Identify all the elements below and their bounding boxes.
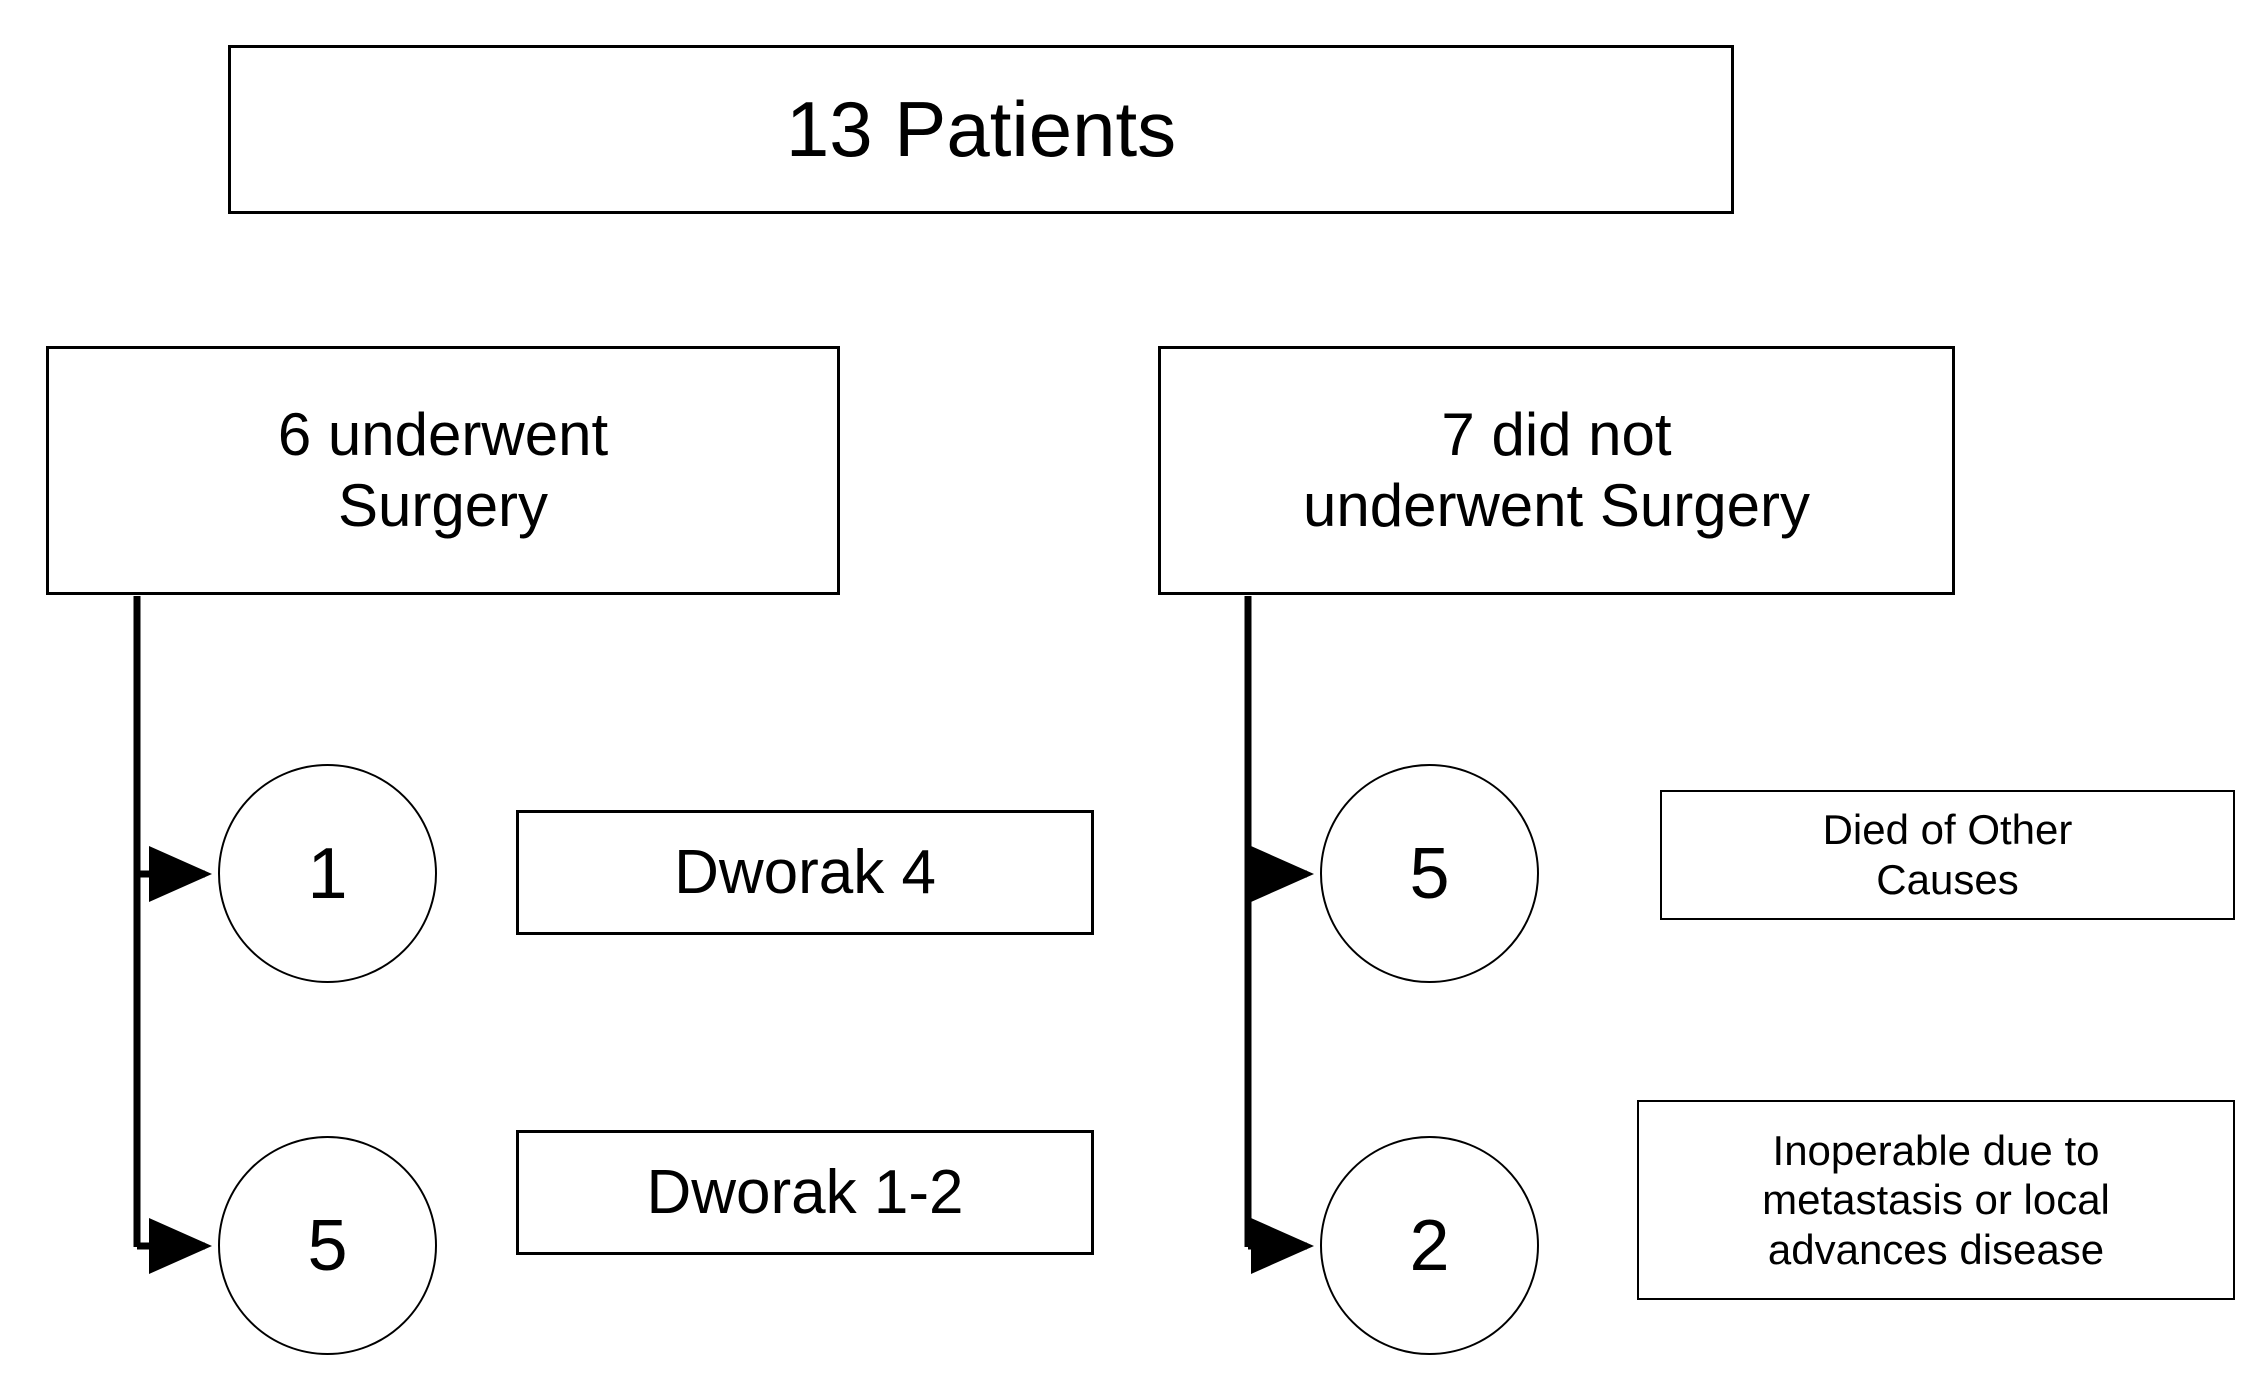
dworak12-box: Dworak 1-2 — [516, 1130, 1094, 1255]
dworak12-label: Dworak 1-2 — [646, 1157, 964, 1227]
surgery-branch-box: 6 underwent Surgery — [46, 346, 840, 595]
count-circle-inoperable: 2 — [1320, 1136, 1539, 1355]
inoperable-box: Inoperable due to metastasis or local ad… — [1637, 1100, 2235, 1300]
count-circle-died: 5 — [1320, 764, 1539, 983]
no-surgery-branch-box: 7 did not underwent Surgery — [1158, 346, 1955, 595]
died-of-other-causes-box: Died of Other Causes — [1660, 790, 2235, 920]
count-circle-dworak12-value: 5 — [307, 1205, 348, 1286]
count-circle-dworak4: 1 — [218, 764, 437, 983]
surgery-branch-label: 6 underwent Surgery — [277, 400, 609, 539]
dworak4-label: Dworak 4 — [674, 837, 936, 907]
total-patients-label: 13 Patients — [785, 85, 1177, 174]
inoperable-label: Inoperable due to metastasis or local ad… — [1762, 1126, 2110, 1273]
total-patients-box: 13 Patients — [228, 45, 1734, 214]
count-circle-inoperable-value: 2 — [1409, 1205, 1450, 1286]
dworak4-box: Dworak 4 — [516, 810, 1094, 935]
no-surgery-branch-label: 7 did not underwent Surgery — [1303, 400, 1810, 539]
count-circle-dworak12: 5 — [218, 1136, 437, 1355]
count-circle-died-value: 5 — [1409, 833, 1450, 914]
died-of-other-causes-label: Died of Other Causes — [1822, 806, 2073, 903]
count-circle-dworak4-value: 1 — [307, 833, 348, 914]
